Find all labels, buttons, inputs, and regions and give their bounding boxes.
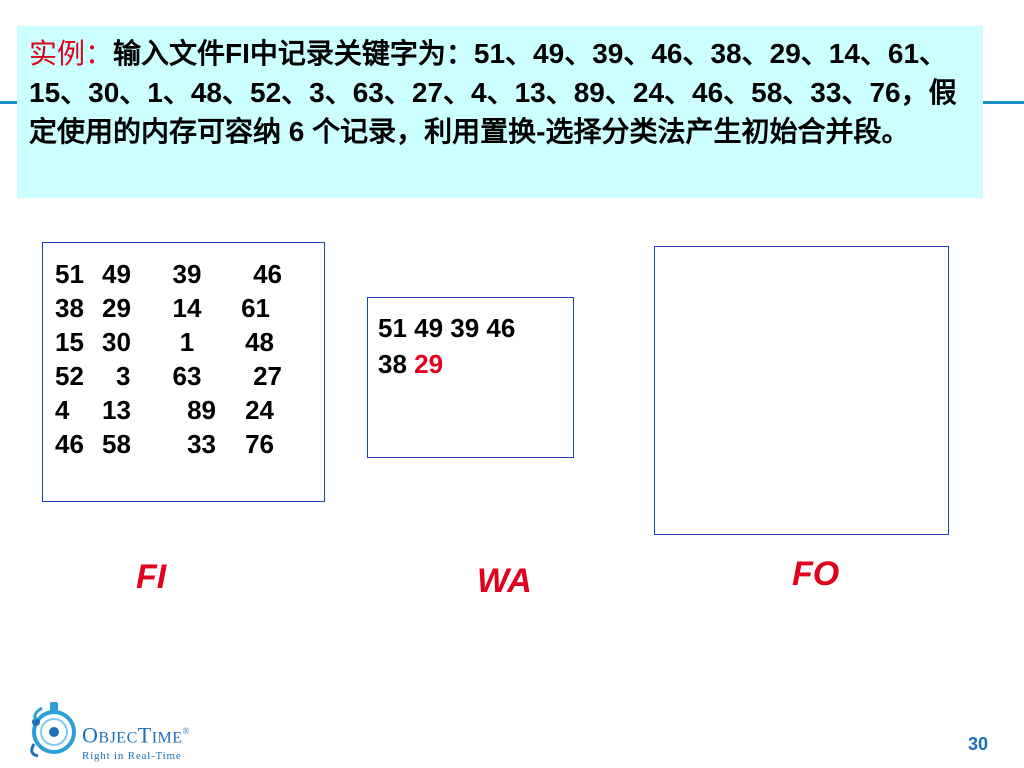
fi-box: 51 49 39 46 38 29 14 61 15 30 1 48 52 3 … <box>42 242 325 502</box>
example-banner: 实例：输入文件FI中记录关键字为：51、49、39、46、38、29、14、61… <box>17 26 983 198</box>
fi-row: 15 30 1 48 <box>55 325 282 359</box>
fi-cell: 24 <box>245 395 274 425</box>
fi-cell: 46 <box>55 429 84 459</box>
fi-caption: FI <box>136 558 167 596</box>
fi-cell: 30 <box>102 327 131 357</box>
fi-cell: 13 <box>102 395 131 425</box>
fi-cell: 63 <box>172 361 202 391</box>
fi-cell: 27 <box>253 361 282 391</box>
fi-cell: 15 <box>55 327 84 357</box>
fo-box <box>654 246 949 535</box>
objectime-logo-text: OBJECTIME® Right in Real-Time <box>82 720 190 763</box>
wa-line-2: 38 29 <box>378 346 573 382</box>
fi-cell: 51 <box>55 259 84 289</box>
wa-highlight-value: 29 <box>414 349 444 379</box>
header-rule-right <box>983 101 1024 104</box>
fi-cell: 58 <box>102 429 131 459</box>
fi-cell: 4 <box>55 395 70 425</box>
fi-row: 51 49 39 46 <box>55 257 282 291</box>
fo-caption: FO <box>792 555 840 593</box>
wa-caption: WA <box>477 562 532 600</box>
wa-value: 38 <box>378 349 415 379</box>
fi-row: 4 13 89 24 <box>55 393 282 427</box>
objectime-logo-icon <box>30 702 76 758</box>
fi-cell: 33 <box>187 429 216 459</box>
page-number: 30 <box>968 734 989 754</box>
example-label: 实例： <box>29 38 114 69</box>
fi-row: 46 58 33 76 <box>55 427 282 461</box>
fi-cell: 61 <box>241 293 270 323</box>
fi-cell: 89 <box>187 395 216 425</box>
fi-cell: 39 <box>172 259 202 289</box>
logo-name: OBJECTIME® <box>82 722 190 748</box>
fi-cell: 52 <box>55 361 84 391</box>
fi-grid: 51 49 39 46 38 29 14 61 15 30 1 48 52 3 … <box>55 257 282 461</box>
fi-row: 52 3 63 27 <box>55 359 282 393</box>
fi-cell: 46 <box>253 259 282 289</box>
wa-box: 51 49 39 46 38 29 <box>367 297 574 458</box>
fi-row: 38 29 14 61 <box>55 291 282 325</box>
logo-tagline: Right in Real-Time <box>82 750 182 763</box>
fi-cell: 38 <box>55 293 84 323</box>
fi-cell: 14 <box>172 293 202 323</box>
fi-cell: 3 <box>116 361 131 391</box>
fi-cell: 76 <box>245 429 274 459</box>
fi-cell: 1 <box>179 327 195 357</box>
header-rule-left <box>0 101 18 104</box>
example-text: 输入文件FI中记录关键字为：51、49、39、46、38、29、14、61、15… <box>29 38 957 147</box>
fi-cell: 48 <box>245 327 274 357</box>
wa-line-1: 51 49 39 46 <box>378 313 516 343</box>
fi-cell: 29 <box>102 293 131 323</box>
fi-cell: 49 <box>102 259 131 289</box>
